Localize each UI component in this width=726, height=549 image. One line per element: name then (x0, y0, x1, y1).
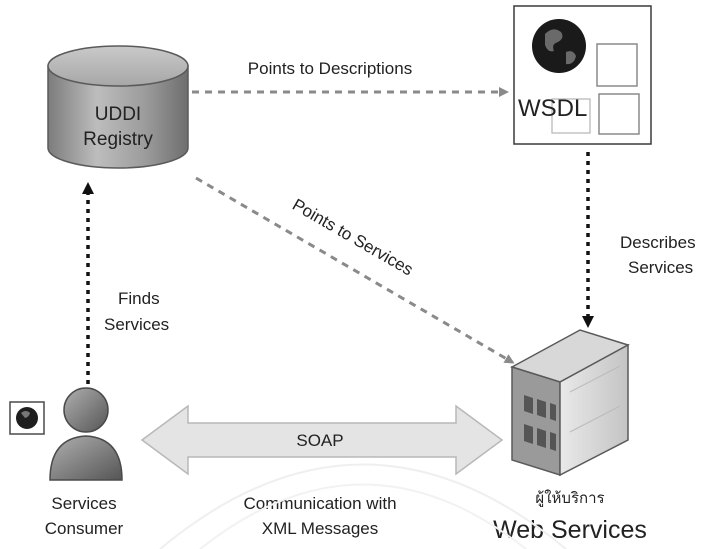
describes-services-label-line1: Describes (620, 233, 696, 252)
points-to-services-arrow (195, 176, 515, 364)
finds-services-label-line1: Finds (118, 289, 160, 308)
services-consumer-label-line2: Consumer (45, 519, 124, 538)
uddi-registry-label-line1: UDDI (95, 104, 141, 125)
globe-icon (532, 19, 586, 73)
wsdl-document (513, 5, 652, 145)
web-services-label: Web Services (493, 516, 647, 544)
describes-services-label-line2: Services (628, 258, 693, 277)
wsdl-label: WSDL (518, 95, 587, 122)
uddi-registry-cylinder (47, 45, 189, 169)
soap-caption-line2: XML Messages (262, 519, 379, 538)
web-services-thai-label: ผู้ให้บริการ (535, 489, 604, 507)
services-consumer-person-icon (49, 387, 123, 481)
soap-double-arrow (140, 404, 504, 476)
points-to-descriptions-label: Points to Descriptions (248, 59, 412, 78)
finds-services-label-line2: Services (104, 315, 169, 334)
points-to-services-label: Points to Services (289, 195, 416, 279)
soap-label: SOAP (296, 431, 343, 450)
web-services-building-icon (510, 329, 630, 477)
uddi-registry-label-line2: Registry (83, 129, 153, 150)
globe-badge-icon (9, 401, 45, 435)
services-consumer-label-line1: Services (51, 494, 116, 513)
soap-caption-line1: Communication with (243, 494, 396, 513)
